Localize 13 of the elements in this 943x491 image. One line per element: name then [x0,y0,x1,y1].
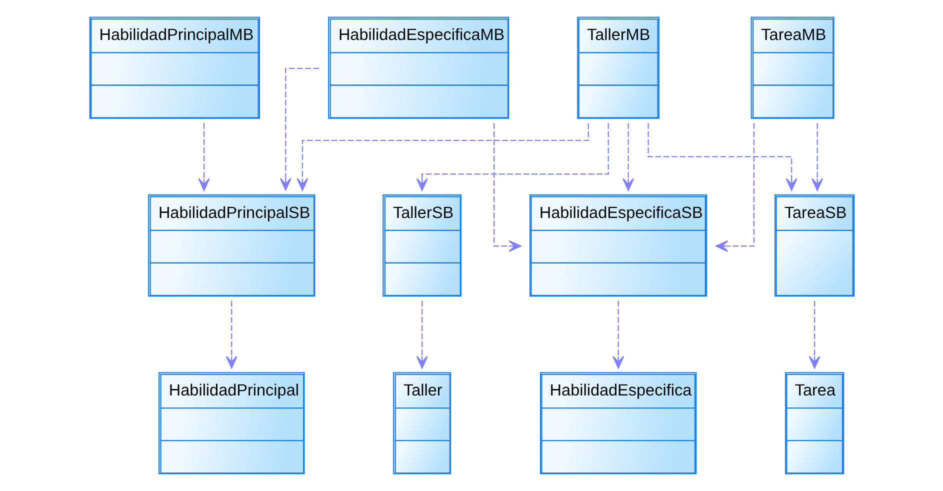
arrow [808,300,820,369]
arrow [296,123,588,191]
arrow [279,68,319,191]
arrow [647,123,797,191]
arrow [225,300,237,369]
arrow [715,123,754,252]
arrow [492,123,521,252]
arrow [416,300,428,369]
arrow [810,123,823,191]
arrow [416,123,608,191]
arrow [622,123,634,191]
arrow [198,123,210,191]
arrow [612,300,624,369]
